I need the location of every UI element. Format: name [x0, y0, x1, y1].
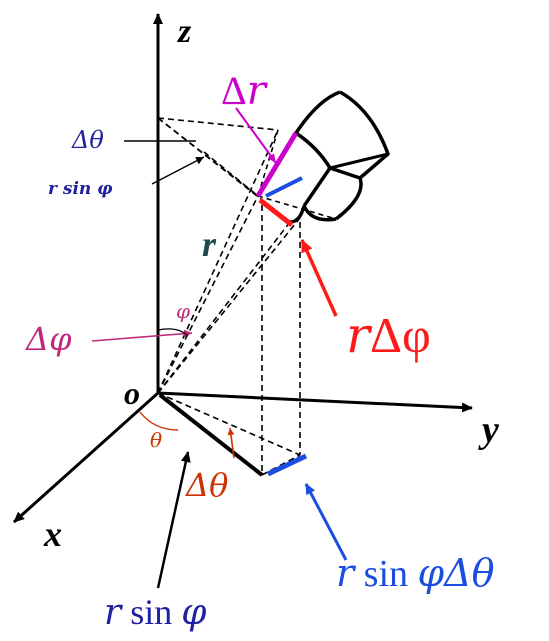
r-label: r — [202, 224, 217, 264]
delta-phi-pointer — [91, 329, 193, 342]
r-sin-phi-delta-theta-edge-top — [265, 176, 303, 198]
volume-element — [256, 90, 390, 224]
theta-arc — [139, 411, 179, 431]
r-sin-phi-small-label: r sin φ — [48, 179, 113, 199]
delta-phi-left-label: Δφ — [24, 320, 72, 358]
axis-y-label: y — [478, 409, 499, 451]
r-sin-phi-delta-theta-rest: φΔθ — [418, 551, 495, 595]
origin-label: o — [124, 375, 140, 411]
delta-r-edge — [255, 131, 299, 198]
r-delta-phi-edge — [258, 198, 294, 227]
x-axis — [12, 391, 160, 524]
axis-x-label: x — [43, 514, 62, 554]
theta-small-label: θ — [150, 428, 162, 452]
r-delta-phi-pointer — [300, 239, 338, 317]
delta-theta-top-label: Δθ — [71, 126, 104, 154]
volume-element-hidden-edges — [257, 129, 337, 220]
r-sin-phi-bottom-phi: φ — [181, 592, 207, 633]
r-sin-phi-bottom-label: r sin φ — [104, 592, 207, 633]
delta-r-label: Δr — [221, 68, 269, 114]
r-sin-phi-delta-theta-edge-bottom — [266, 453, 308, 477]
r-delta-phi-r: r — [346, 306, 373, 364]
delta-theta-bottom-label: Δθ — [184, 466, 228, 504]
delta-r-pointer — [235, 107, 277, 164]
r-delta-phi-label: rΔφ — [346, 306, 431, 364]
r-sin-phi-projection — [158, 393, 264, 477]
r-sin-phi-bottom-r: r — [104, 592, 123, 633]
delta-r-r: r — [247, 68, 269, 114]
r-delta-phi-rest: Δφ — [370, 307, 431, 363]
construction-lines — [157, 117, 301, 476]
y-axis — [157, 391, 473, 413]
r-sin-phi-delta-theta-pointer — [304, 483, 348, 561]
delta-r-delta: Δ — [221, 68, 247, 113]
r-sin-phi-delta-theta-label: r sin φΔθ — [336, 551, 495, 595]
r-sin-phi-delta-theta-r: r — [336, 551, 357, 595]
phi-small-label: φ — [176, 299, 190, 323]
r-sin-phi-small-pointer — [151, 156, 205, 185]
r-sin-phi-delta-theta-sin: sin — [354, 553, 417, 595]
axis-z-label: z — [177, 13, 192, 50]
phi-arc — [157, 328, 189, 337]
delta-theta-bottom-pointer — [227, 427, 235, 459]
r-sin-phi-bottom-sin: sin — [121, 592, 181, 632]
r-sin-phi-pointer — [156, 451, 191, 589]
